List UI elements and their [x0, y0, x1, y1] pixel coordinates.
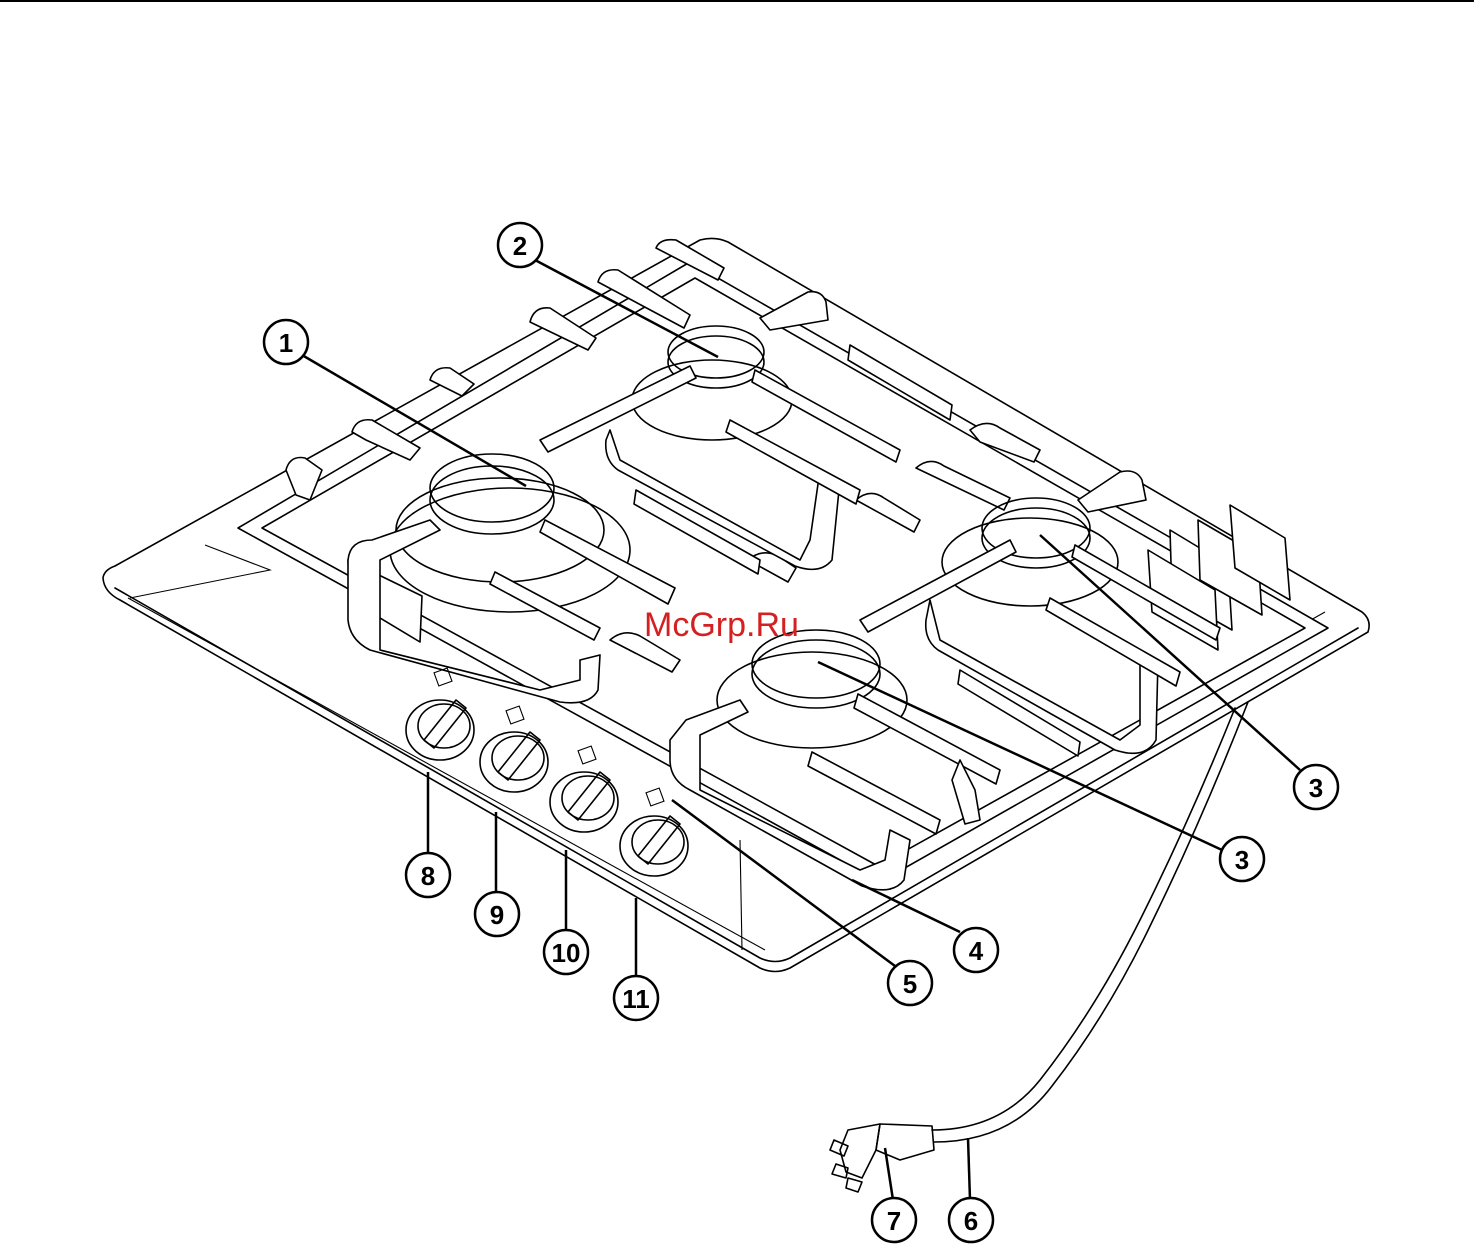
knob-1[interactable] — [406, 668, 474, 760]
callout-2: 2 — [498, 223, 542, 267]
callout-3-front: 3 — [1220, 837, 1264, 881]
svg-text:3: 3 — [1309, 773, 1323, 803]
callout-4: 4 — [954, 928, 998, 972]
callout-1: 1 — [264, 320, 308, 364]
callout-7: 7 — [872, 1198, 916, 1242]
knob-4[interactable] — [620, 788, 688, 876]
svg-text:11: 11 — [622, 984, 650, 1014]
mains-plug — [830, 1124, 934, 1192]
svg-text:5: 5 — [903, 969, 917, 999]
svg-text:3: 3 — [1235, 845, 1249, 875]
svg-text:10: 10 — [552, 938, 581, 968]
callout-11: 11 — [614, 976, 658, 1020]
knob-3[interactable] — [550, 746, 618, 832]
callout-9: 9 — [475, 892, 519, 936]
callout-3-right: 3 — [1294, 765, 1338, 809]
watermark-text: McGrp.Ru — [644, 606, 799, 644]
svg-text:9: 9 — [490, 900, 504, 930]
svg-text:8: 8 — [421, 861, 435, 891]
callout-6: 6 — [949, 1198, 993, 1242]
knob-2[interactable] — [480, 706, 548, 792]
callout-5: 5 — [888, 961, 932, 1005]
svg-text:6: 6 — [964, 1206, 978, 1236]
callout-10: 10 — [544, 930, 588, 974]
svg-text:4: 4 — [969, 936, 984, 966]
callout-8: 8 — [406, 853, 450, 897]
svg-text:1: 1 — [279, 328, 293, 358]
svg-text:7: 7 — [887, 1206, 901, 1236]
svg-text:2: 2 — [513, 231, 527, 261]
